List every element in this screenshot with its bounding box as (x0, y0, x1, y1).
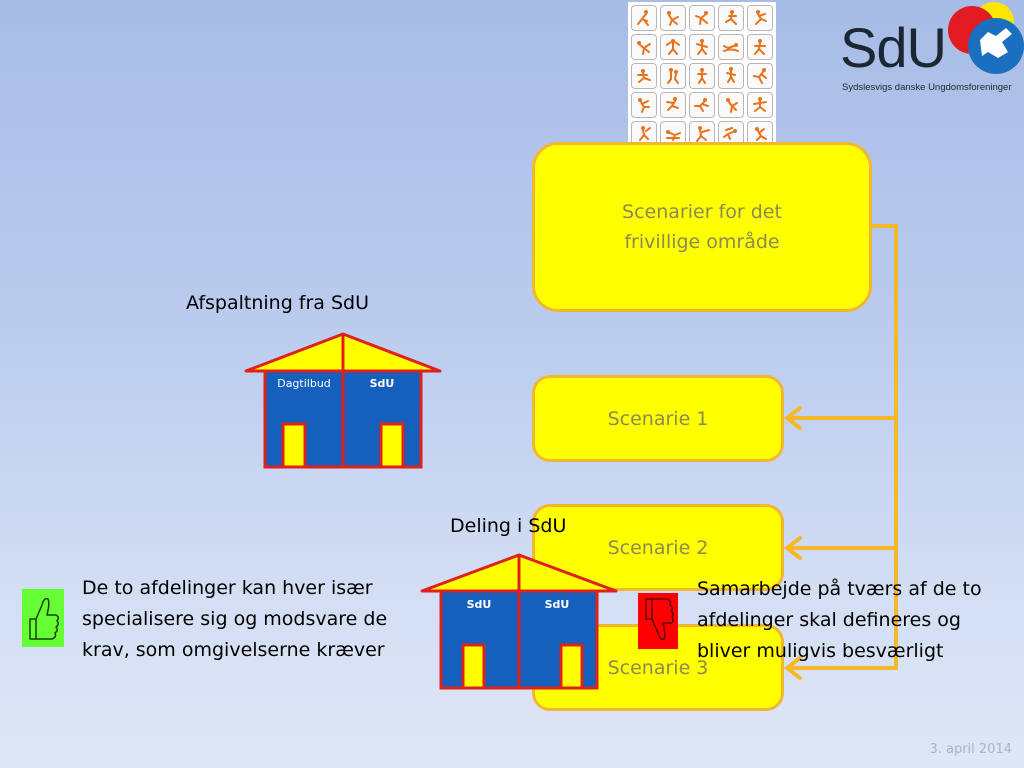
sport-icon (718, 92, 744, 118)
sport-icon (660, 34, 686, 60)
text-pro: De to afdelinger kan hver især specialis… (82, 577, 388, 661)
sport-icon (747, 34, 773, 60)
box-scenarie-2: Scenarie 2 (532, 504, 784, 591)
house2-right-label: SdU (544, 598, 570, 611)
house2-left-label: SdU (466, 598, 492, 611)
footer-date: 3. april 2014 (929, 742, 1012, 757)
logo-name: SdU (840, 16, 947, 79)
box-scenarie-2-text: Scenarie 2 (607, 536, 709, 559)
sport-icon (660, 63, 686, 89)
sport-icon (660, 92, 686, 118)
sport-icon (660, 5, 686, 31)
sport-icon (718, 63, 744, 89)
sport-icon (689, 92, 715, 118)
sport-icon (631, 63, 657, 89)
logo-subtitle: Sydslesvigs danske Ungdomsforeninger (842, 82, 1012, 93)
sport-icon (747, 63, 773, 89)
box-scenarie-1-text: Scenarie 1 (607, 407, 709, 430)
connector-main (868, 224, 898, 670)
sdu-logo-circles (948, 2, 1024, 74)
box-scenarie-1: Scenarie 1 (532, 375, 784, 462)
arrowhead-s1 (783, 406, 802, 430)
arrowhead-s2 (783, 536, 802, 560)
sport-icon (747, 92, 773, 118)
house1-left-label: Dagtilbud (277, 377, 331, 390)
sdu-logo: SdU Sydslesvigs danske Ungdomsforeninger (836, 0, 1024, 100)
box-scenarier-main-text: Scenarier for det frivillige område (622, 201, 782, 253)
thumbs-up-icon (22, 589, 64, 647)
label-afspaltning: Afspaltning fra SdU (186, 292, 370, 314)
house-deling (420, 553, 618, 690)
box-scenarier-main: Scenarier for det frivillige område (532, 142, 872, 312)
arrowhead-s3 (783, 656, 802, 680)
text-con: Samarbejde på tværs af de to afdelinger … (697, 578, 982, 662)
sport-icon (631, 34, 657, 60)
house1-right-label: SdU (369, 377, 395, 390)
sport-icon (631, 92, 657, 118)
sport-icon (718, 34, 744, 60)
sport-icon (718, 5, 744, 31)
house-afspaltning (244, 332, 442, 469)
sport-icon (631, 5, 657, 31)
sport-icon (689, 34, 715, 60)
sport-icon (689, 63, 715, 89)
sport-icon (689, 5, 715, 31)
thumbs-down-icon (638, 593, 678, 649)
sport-icon (747, 5, 773, 31)
label-deling: Deling i SdU (450, 515, 567, 537)
box-scenarie-3-text: Scenarie 3 (607, 656, 709, 679)
